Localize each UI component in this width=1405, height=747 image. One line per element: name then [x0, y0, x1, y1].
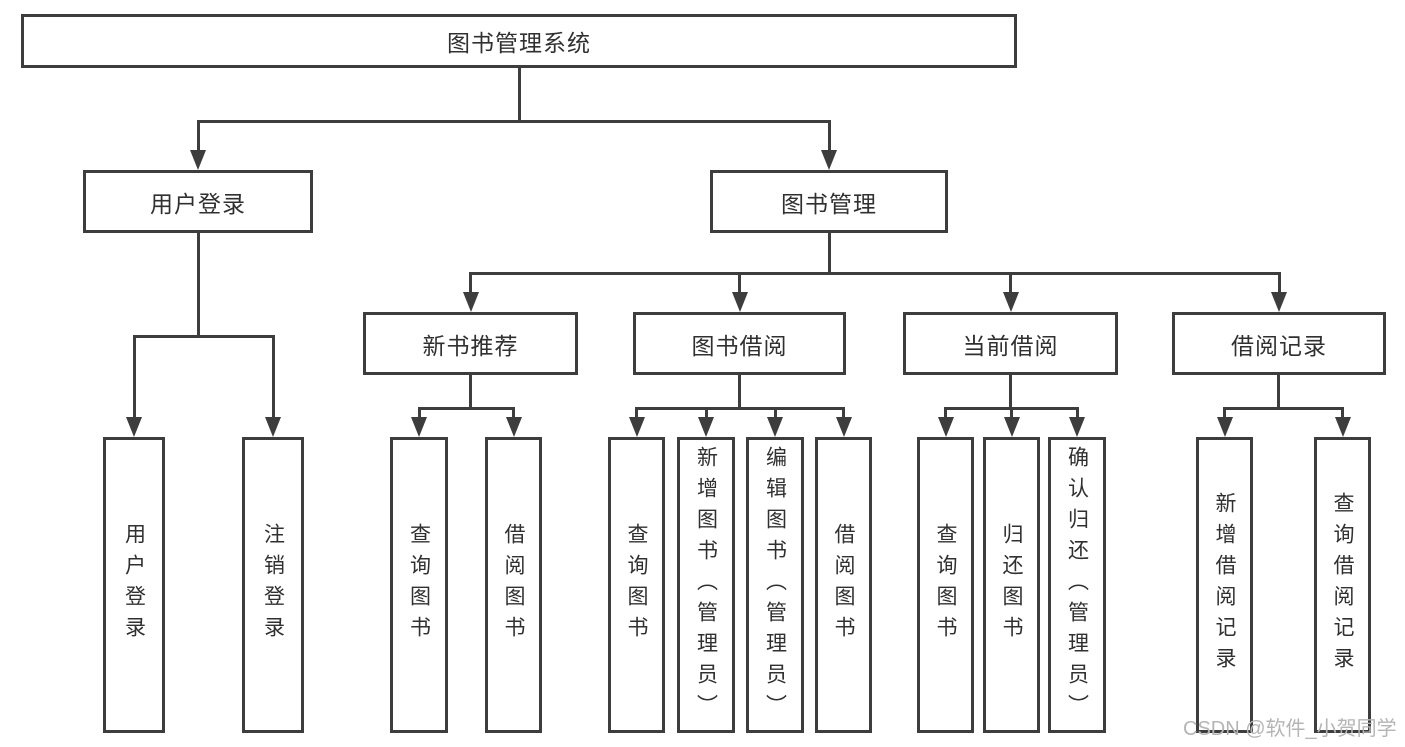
leaf-logout: 注销登录 [242, 437, 304, 733]
leaf-borrow-book-label: 借阅图书 [832, 523, 855, 647]
node-borrow-records: 借阅记录 [1172, 312, 1386, 375]
leaf-edit-book-admin-label: 编辑图书（管理员） [763, 445, 787, 725]
leaf-add-borrow-record-label: 新增借阅记录 [1213, 492, 1236, 678]
leaf-query-book-current-label: 查询图书 [934, 523, 957, 647]
connector-line [512, 407, 515, 419]
leaf-borrow-book-recommend: 借阅图书 [485, 437, 542, 733]
connector-line [1075, 407, 1079, 419]
arrow-down-icon [767, 417, 783, 437]
connector-line [518, 68, 521, 120]
connector-line [469, 272, 472, 294]
arrow-down-icon [265, 417, 281, 437]
node-book-borrow: 图书借阅 [633, 312, 846, 375]
arrow-down-icon [731, 292, 748, 312]
connector-line [738, 375, 741, 407]
leaf-query-book-current: 查询图书 [917, 437, 974, 733]
leaf-user-login: 用户登录 [103, 437, 165, 733]
connector-line [417, 407, 421, 419]
connector-line [132, 335, 136, 419]
connector-line [842, 407, 845, 419]
arrow-down-icon [698, 417, 714, 437]
arrow-down-icon [1216, 417, 1233, 437]
connector-line [1223, 407, 1344, 410]
node-book-borrow-label: 图书借阅 [691, 332, 788, 359]
arrow-down-icon [126, 417, 142, 437]
leaf-borrow-book-recommend-label: 借阅图书 [502, 523, 525, 647]
arrow-down-icon [1334, 417, 1351, 437]
connector-line [1009, 375, 1012, 407]
leaf-query-borrow-record-label: 查询借阅记录 [1331, 492, 1354, 678]
arrow-down-icon [505, 417, 522, 437]
connector-line [196, 120, 200, 152]
leaf-add-borrow-record: 新增借阅记录 [1196, 437, 1253, 733]
connector-line [1341, 407, 1344, 419]
connector-line [1277, 375, 1280, 407]
node-user-login-label: 用户登录 [150, 190, 246, 217]
leaf-add-book-admin-label: 新增图书（管理员） [694, 445, 718, 725]
node-user-login: 用户登录 [83, 170, 313, 233]
leaf-return-book: 归还图书 [983, 437, 1040, 733]
arrow-down-icon [628, 417, 645, 437]
connector-line [197, 233, 200, 335]
connector-line [469, 375, 472, 407]
leaf-query-book-recommend-label: 查询图书 [407, 523, 431, 647]
arrow-down-icon [1002, 292, 1019, 312]
node-book-management: 图书管理 [710, 170, 948, 233]
arrow-down-icon [190, 150, 206, 170]
node-new-book-recommend: 新书推荐 [363, 312, 578, 375]
leaf-user-login-label: 用户登录 [122, 523, 146, 647]
connector-line [635, 407, 845, 410]
leaf-query-borrow-record: 查询借阅记录 [1314, 437, 1371, 733]
connector-line [271, 335, 275, 419]
connector-line [635, 407, 638, 419]
arrow-down-icon [835, 417, 852, 437]
connector-line [1223, 407, 1226, 419]
connector-line [418, 407, 515, 410]
node-current-borrow: 当前借阅 [903, 312, 1118, 375]
connector-line [944, 407, 947, 419]
leaf-query-book-borrow: 查询图书 [608, 437, 665, 733]
connector-line [828, 233, 831, 272]
leaf-edit-book-admin: 编辑图书（管理员） [746, 437, 804, 733]
arrow-down-icon [937, 417, 954, 437]
arrow-down-icon [411, 417, 427, 437]
leaf-add-book-admin: 新增图书（管理员） [677, 437, 735, 733]
connector-line [773, 407, 777, 419]
leaf-query-book-borrow-label: 查询图书 [625, 523, 648, 647]
node-borrow-records-label: 借阅记录 [1231, 332, 1327, 359]
connector-line [469, 272, 1280, 275]
connector-line [1009, 272, 1012, 294]
leaf-return-book-label: 归还图书 [1000, 523, 1023, 647]
connector-line [133, 335, 275, 338]
connector-line [738, 272, 741, 294]
arrow-down-icon [821, 150, 837, 170]
leaf-borrow-book: 借阅图书 [815, 437, 872, 733]
connector-line [1010, 407, 1013, 419]
node-new-book-recommend-label: 新书推荐 [422, 332, 519, 359]
leaf-logout-label: 注销登录 [261, 523, 285, 647]
node-root-label: 图书管理系统 [447, 30, 591, 56]
node-book-management-label: 图书管理 [781, 190, 877, 217]
arrow-down-icon [1003, 417, 1020, 437]
leaf-confirm-return-admin: 确认归还（管理员） [1048, 437, 1106, 733]
connector-line [704, 407, 708, 419]
connector-line [827, 120, 831, 152]
csdn-watermark: CSDN @软件_小贺同学 [1183, 718, 1397, 740]
leaf-query-book-recommend: 查询图书 [390, 437, 448, 733]
node-root: 图书管理系统 [21, 14, 1017, 68]
arrow-down-icon [462, 292, 479, 312]
arrow-down-icon [1271, 292, 1287, 312]
arrow-down-icon [1069, 417, 1085, 437]
leaf-confirm-return-admin-label: 确认归还（管理员） [1065, 445, 1089, 725]
connector-line [197, 120, 831, 123]
connector-line [1277, 272, 1281, 294]
node-current-borrow-label: 当前借阅 [962, 332, 1059, 359]
